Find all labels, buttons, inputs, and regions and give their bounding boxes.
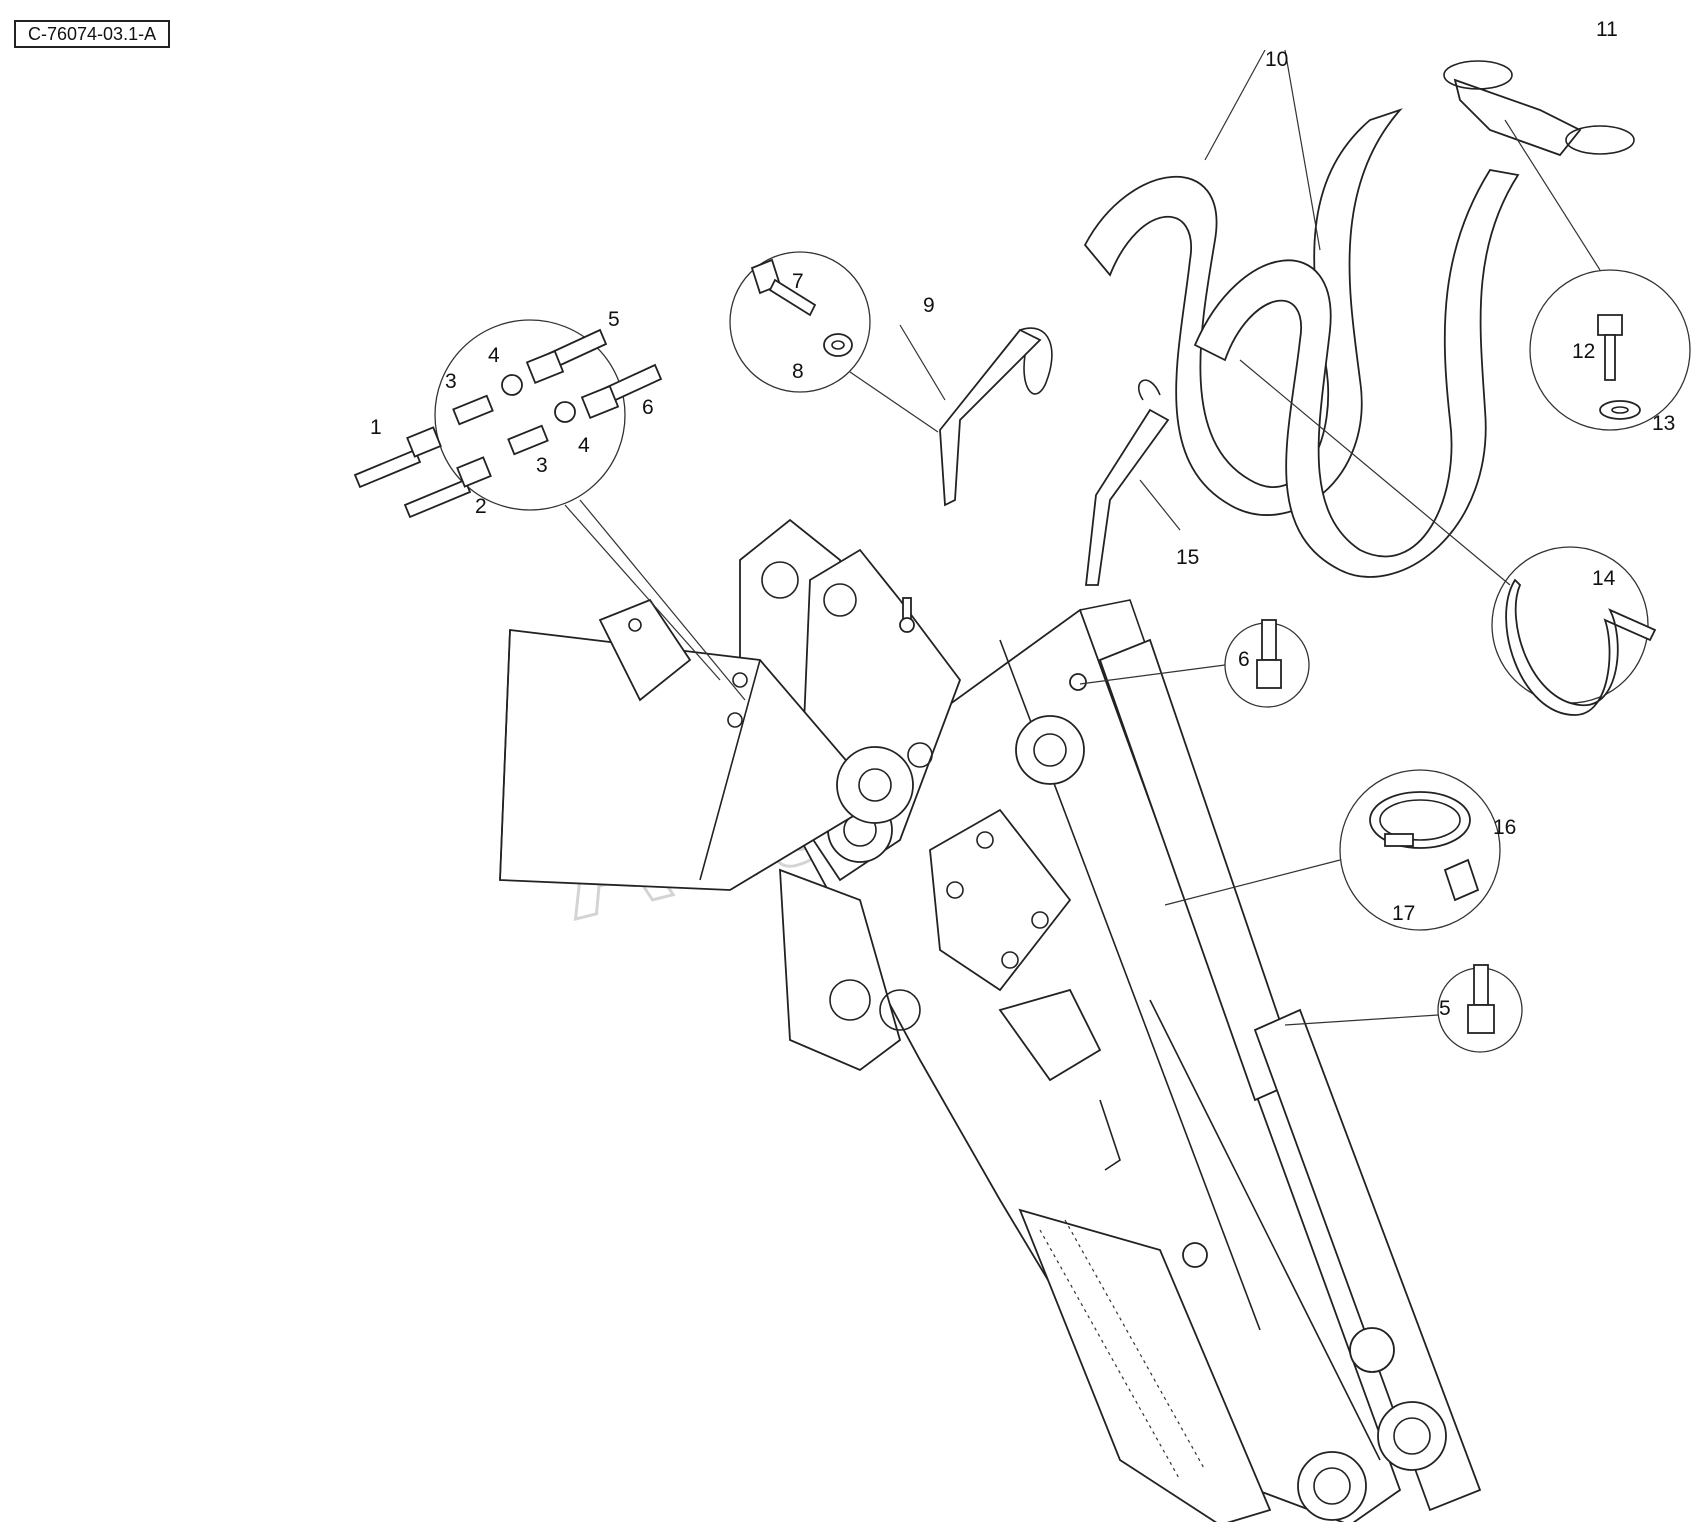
hose-set-10 [1083, 49, 1520, 578]
callout-12: 12 [1572, 340, 1595, 363]
callout-7: 7 [792, 270, 804, 293]
callout-16: 16 [1493, 816, 1516, 839]
detail-cable-tie-14 [1239, 359, 1657, 716]
callout-4b: 4 [578, 434, 590, 457]
detail-bolt-washer [729, 251, 939, 433]
callout-11: 11 [1596, 18, 1618, 41]
detail-bolt-12-13 [1529, 269, 1691, 431]
callout-3b: 3 [536, 454, 548, 477]
callout-5a: 5 [608, 308, 620, 331]
detail-fitting-6 [1079, 619, 1310, 708]
callout-14: 14 [1592, 567, 1616, 590]
callout-5b: 5 [1439, 997, 1451, 1020]
callout-17: 17 [1392, 902, 1415, 925]
detail-clamp-16-17 [1164, 769, 1501, 931]
callout-10: 10 [1265, 48, 1288, 71]
boom-arm [739, 518, 1482, 1522]
callout-2: 2 [475, 495, 487, 518]
detail-fittings [353, 319, 746, 701]
clip-9 [899, 324, 1053, 507]
bracket-11 [1443, 60, 1635, 271]
clip-15 [1084, 379, 1181, 586]
callout-6a: 6 [642, 396, 654, 419]
attachment-mount [499, 598, 933, 891]
boom-fittings [899, 597, 1087, 691]
callout-6b: 6 [1238, 648, 1250, 671]
callout-8: 8 [792, 360, 804, 383]
callout-13: 13 [1652, 412, 1675, 435]
callout-4a: 4 [488, 344, 500, 367]
callout-15: 15 [1176, 546, 1199, 569]
callout-9: 9 [923, 294, 935, 317]
drawing-id-label: C-76074-03.1-A [14, 20, 171, 48]
detail-fitting-5 [1284, 964, 1523, 1053]
callout-1: 1 [370, 416, 382, 439]
callout-3a: 3 [445, 370, 457, 393]
